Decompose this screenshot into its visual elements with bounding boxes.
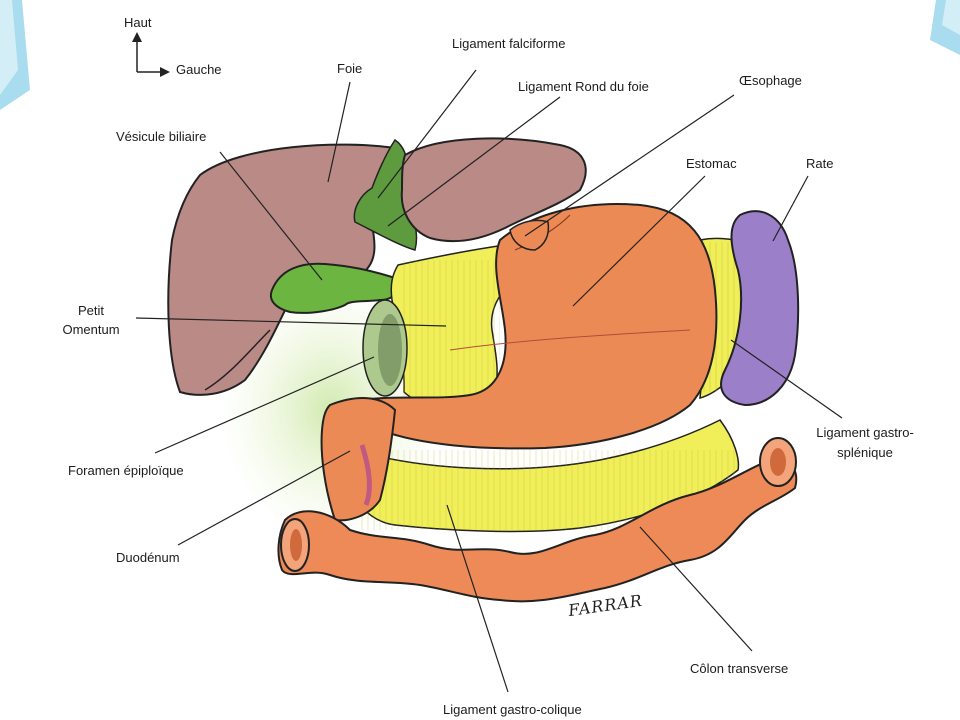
esophagus: [509, 219, 550, 251]
label-petit-line2: Omentum: [62, 322, 120, 337]
label-vesicule: Vésicule biliaire: [116, 129, 207, 144]
label-ligament-rond: Ligament Rond du foie: [518, 79, 649, 94]
label-foie: Foie: [337, 61, 363, 76]
stomach: [328, 203, 718, 450]
label-petit-line1: Petit: [77, 303, 104, 318]
label-duodenum: Duodénum: [116, 550, 180, 565]
label-oesophage: Œsophage: [739, 73, 802, 88]
label-gastro-colique: Ligament gastro-colique: [443, 702, 582, 717]
transverse-colon: [277, 458, 798, 603]
duodenum: [320, 397, 397, 522]
label-rate: Rate: [806, 156, 834, 171]
label-foramen: Foramen épiploïque: [68, 463, 184, 478]
label-gastro-splenique-line1: Ligament gastro-: [816, 425, 914, 440]
leader-lines: [135, 69, 843, 693]
label-gastro-splenique: Ligament gastro- splénique: [800, 424, 930, 461]
label-petit-omentum: Petit Omentum: [56, 302, 126, 338]
slide-corner-left-decoration: [0, 0, 30, 110]
label-gastro-splenique-line2: splénique: [837, 445, 893, 460]
liver-right-lobe: [400, 137, 587, 243]
orientation-up-label: Haut: [124, 15, 152, 30]
orientation-left-label: Gauche: [176, 62, 222, 77]
lesser-omentum-hatch: [400, 260, 500, 405]
gallbladder: [270, 262, 398, 314]
slide-corner-right-decoration: [930, 0, 960, 55]
spleen: [720, 210, 800, 407]
orientation-axes: [132, 32, 170, 77]
label-colon: Côlon transverse: [690, 661, 789, 676]
label-estomac: Estomac: [686, 156, 737, 171]
label-ligament-falciforme: Ligament falciforme: [452, 36, 566, 51]
